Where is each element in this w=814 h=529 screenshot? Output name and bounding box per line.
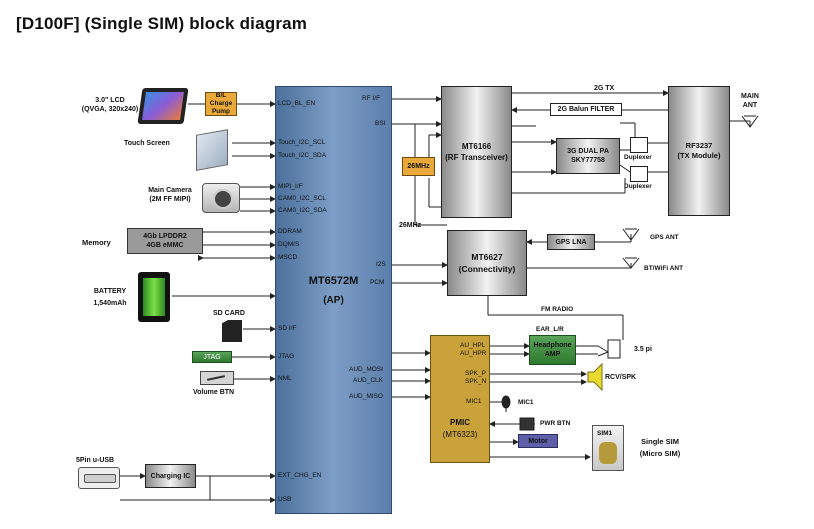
tcxo-26mhz: 26MHz	[402, 157, 435, 176]
pmic-pin-au-hpr: AU_HPR	[460, 350, 487, 357]
bt-wifi-antenna-icon	[623, 258, 639, 269]
sim-label: Single SIM(Micro SIM)	[639, 437, 681, 458]
ap-pin-touch-sda: Touch_I2C_SDA	[278, 152, 327, 159]
sim-chip-label: SIM1	[597, 430, 613, 437]
lcd-label: 3.0" LCD(QVGA, 320x240)	[81, 97, 139, 113]
rf-transceiver: MT6166(RF Transceiver)	[441, 86, 512, 218]
mic1-label: MIC1	[518, 399, 534, 406]
volume-button-label: Volume BTN	[193, 389, 235, 396]
ap-pin-aud-miso: AUD_MISO	[349, 393, 383, 400]
motor: Motor	[518, 434, 558, 448]
pmic-pin-mic1: MIC1	[466, 398, 482, 405]
camera-label: Main Camera(2M FF MIPI)	[148, 187, 192, 203]
power-button-icon	[520, 418, 534, 430]
duplexer-1	[630, 137, 648, 153]
ap-pin-aud-mosi: AUD_MOSI	[349, 366, 383, 373]
touch-screen-image	[196, 129, 228, 171]
main-antenna-icon	[743, 114, 758, 128]
fm-radio-label: FM RADIO	[541, 306, 574, 313]
ear-lr-label: EAR_L/R	[536, 326, 564, 333]
tcxo-net-label: 26MHz	[399, 222, 422, 229]
gps-antenna-icon	[623, 229, 639, 242]
audio-jack-label: 3.5 pi	[634, 346, 652, 353]
tx-module: RF3237(TX Module)	[668, 86, 730, 216]
audio-jack-icon	[598, 340, 620, 358]
page-title: [D100F] (Single SIM) block diagram	[16, 14, 308, 33]
sd-card-label: SD CARD	[213, 310, 245, 317]
camera-image	[202, 183, 240, 213]
microphone-icon	[502, 396, 511, 412]
connectivity-chip: MT6627(Connectivity)	[447, 230, 527, 296]
tx-2g-label: 2G TX	[594, 85, 615, 92]
duplexer-2-label: Duplexer	[624, 183, 652, 190]
gps-antenna-label: GPS ANT	[650, 234, 679, 241]
bt-wifi-antenna-label: BT/WiFi ANT	[644, 265, 684, 272]
ap-name: MT6572M	[308, 275, 359, 287]
power-button-label: PWR BTN	[540, 420, 571, 427]
ap-pin-mscd: MSCD	[278, 254, 298, 261]
speaker-icon	[588, 364, 603, 390]
volume-button-image	[200, 371, 234, 385]
ap-sub: (AP)	[323, 295, 344, 306]
jtag-connector: JTAG	[192, 351, 232, 363]
pmic-pin-au-hpl: AU_HPL	[460, 342, 486, 349]
sim-chip-image: SIM1	[592, 425, 624, 471]
duplexer-2	[630, 166, 648, 182]
ap-pin-sd: SD I/F	[278, 325, 297, 332]
ap-pin-pcm: PCM	[370, 279, 385, 286]
ap-pin-ddram: DDRAM	[278, 228, 302, 235]
pmic-pin-spk-p: SPK_P	[465, 370, 486, 377]
ap-chip: MT6572M (AP)	[275, 86, 392, 514]
pmic-pin-spk-n: SPK_N	[465, 378, 487, 385]
usb-label: 5Pin u-USB	[76, 457, 115, 464]
ap-pin-i2s: I2S	[376, 261, 386, 268]
ap-pin-jtag: JTAG	[278, 353, 295, 360]
memory-label: Memory	[82, 238, 111, 247]
usb-connector-image	[78, 467, 120, 489]
battery-image	[138, 272, 170, 322]
ap-pin-aud-clk: AUD_CLK	[353, 377, 383, 384]
duplexer-1-label: Duplexer	[624, 154, 652, 161]
gps-lna: GPS LNA	[547, 234, 595, 250]
pmic-chip: PMIC(MT6323)	[430, 335, 490, 463]
balun-filter: 2G Balun FILTER	[550, 103, 622, 116]
ap-pin-cam-scl: CAM0_I2C_SCL	[278, 195, 327, 202]
ap-pin-touch-scl: Touch_I2C_SCL	[278, 139, 326, 146]
ap-pin-usb: USB	[278, 496, 292, 503]
ap-pin-mipi: MIPI_I/F	[278, 183, 303, 190]
ap-pin-cam-sda: CAM0_I2C_SDA	[278, 207, 327, 214]
ap-pin-lcd-bl-en: LCD_BL_EN	[278, 100, 316, 107]
touch-screen-label: Touch Screen	[124, 140, 170, 147]
charging-ic: Charging IC	[145, 464, 196, 488]
ap-pin-bsi: BSI	[375, 120, 386, 127]
lcd-image	[137, 88, 189, 124]
speaker-label: RCV/SPK	[605, 374, 637, 381]
ap-pin-ext-chg-en: EXT_CHG_EN	[278, 472, 322, 479]
ap-pin-nml: NML	[278, 375, 292, 382]
ap-pin-rf-if: RF I/F	[362, 95, 381, 102]
sd-card-image	[222, 320, 242, 342]
ap-pin-dqms: DQM/S	[278, 241, 300, 248]
